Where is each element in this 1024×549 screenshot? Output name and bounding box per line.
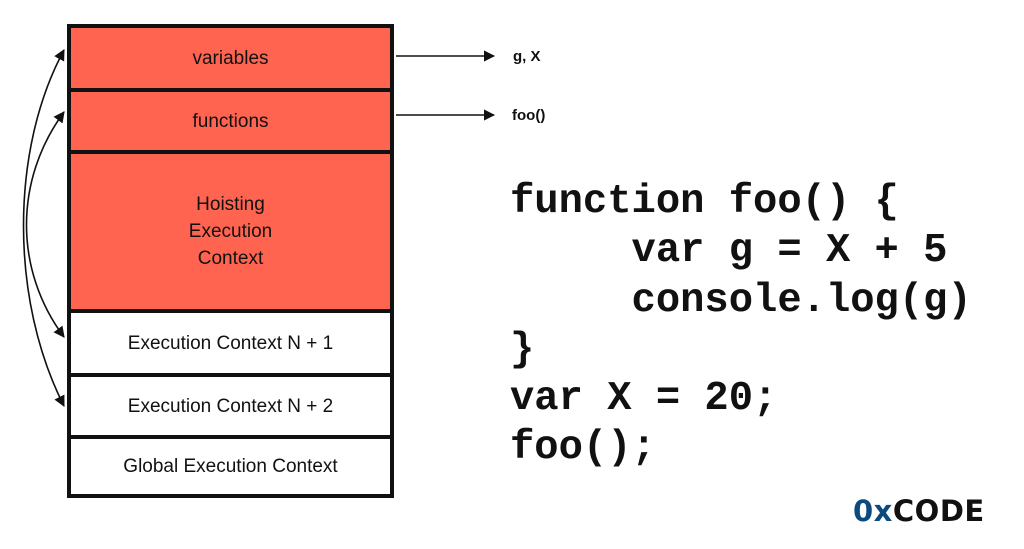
execution-context-stack: variables functions Hoisting Execution C… bbox=[67, 24, 394, 498]
functions-label: functions bbox=[192, 110, 269, 132]
global-execution-context-cell: Global Execution Context bbox=[71, 435, 390, 494]
hoisting-label: Hoisting Execution Context bbox=[189, 191, 272, 272]
functions-output-label: foo() bbox=[512, 107, 546, 124]
hoisting-label-line: Execution bbox=[188, 221, 273, 242]
execution-context-n-plus-1-label: Execution Context N + 1 bbox=[127, 332, 334, 354]
arrow-functions-to-n-plus-1 bbox=[25, 111, 65, 338]
hoisting-label-line: Hoisting bbox=[196, 194, 265, 215]
variables-label: variables bbox=[192, 47, 269, 69]
code-line: var X = 20; bbox=[510, 376, 778, 423]
code-line: function foo() { bbox=[510, 179, 899, 225]
hoisting-execution-context-cell: Hoisting Execution Context bbox=[71, 150, 390, 309]
code-line: } bbox=[510, 326, 535, 373]
brand-logo: 0xCODE bbox=[853, 494, 985, 528]
arrow-variables-to-n-plus-2 bbox=[22, 49, 65, 407]
logo-prefix: 0x bbox=[853, 494, 893, 528]
hoisting-label-line: Context bbox=[197, 248, 264, 269]
execution-context-n-plus-2-cell: Execution Context N + 2 bbox=[71, 373, 390, 435]
code-line: console.log(g) bbox=[510, 277, 972, 324]
code-line: var g = X + 5 bbox=[510, 228, 948, 275]
variables-output-label: g, X bbox=[513, 48, 541, 65]
global-execution-context-label: Global Execution Context bbox=[123, 456, 338, 477]
logo-suffix: CODE bbox=[892, 494, 985, 528]
functions-cell: functions bbox=[71, 88, 390, 150]
variables-cell: variables bbox=[71, 28, 390, 88]
code-line: foo(); bbox=[510, 425, 656, 472]
code-snippet: function foo() { var g = X + 5 console.l… bbox=[510, 178, 972, 474]
execution-context-n-plus-1-cell: Execution Context N + 1 bbox=[71, 309, 390, 373]
execution-context-n-plus-2-label: Execution Context N + 2 bbox=[127, 395, 334, 417]
